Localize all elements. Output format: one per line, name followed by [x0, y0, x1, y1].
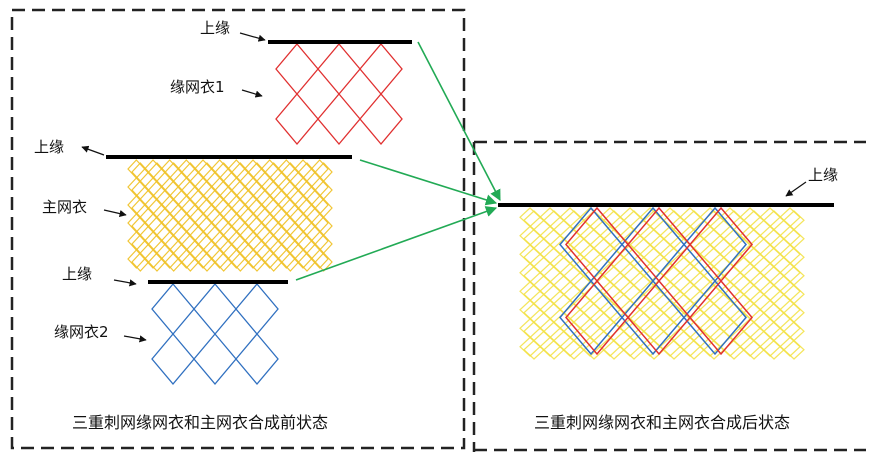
selvedge-net-2	[151, 282, 279, 386]
pointer-arrow	[785, 181, 807, 197]
merge-arrow-net1	[417, 41, 501, 201]
mesh-line	[565, 206, 753, 356]
mesh-line	[151, 282, 279, 386]
label-edge-net2: 上缘	[62, 265, 92, 283]
label-edge-combined: 上缘	[808, 166, 838, 184]
pointer-arrow	[239, 32, 266, 42]
selvedge-net-1	[275, 42, 403, 146]
after-frame	[472, 140, 866, 452]
before-frame	[10, 8, 466, 450]
merge-arrow-main	[359, 159, 498, 206]
caption-after: 三重刺网缘网衣和主网衣合成后状态	[534, 413, 790, 432]
label-net2: 缘网衣2	[54, 323, 109, 341]
pointer-arrow	[241, 89, 263, 98]
mesh-line	[523, 210, 805, 360]
mesh-line	[275, 42, 403, 146]
pointer-arrow	[103, 209, 127, 218]
main-net	[127, 159, 333, 272]
pointer-arrow	[123, 335, 147, 343]
pointer-arrow	[113, 279, 137, 287]
mesh-line	[127, 159, 329, 269]
merge-arrow-net2	[295, 206, 498, 281]
label-net1: 缘网衣1	[170, 78, 225, 96]
pointer-arrow	[81, 145, 105, 156]
label-edge-net1: 上缘	[200, 19, 230, 37]
mesh-line	[559, 206, 747, 356]
caption-before: 三重刺网缘网衣和主网衣合成前状态	[72, 413, 328, 432]
label-main-net: 主网衣	[42, 198, 87, 216]
label-edge-main: 上缘	[34, 138, 64, 156]
mesh-line	[131, 162, 333, 272]
combined-net	[519, 206, 805, 360]
